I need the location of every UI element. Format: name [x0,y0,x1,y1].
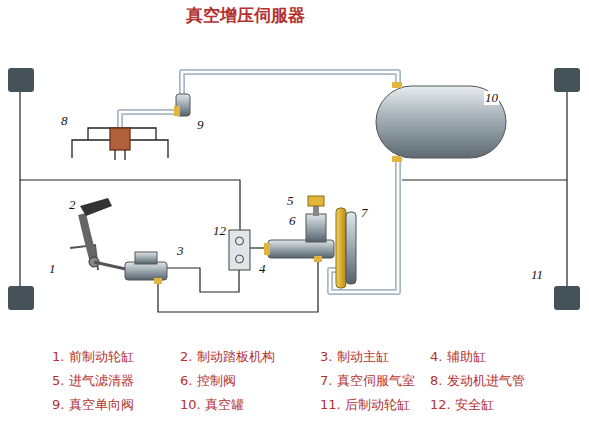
callout-number: 8 [60,114,69,128]
callout-number: 7 [360,206,369,220]
part-key-text: 5. 进气滤清器 [52,374,134,388]
callout-number: 6 [288,214,297,228]
part-key-text: 1. 前制动轮缸 [52,350,134,364]
callout-number: 1 [48,262,57,276]
part-key-text: 7. 真空伺服气室 [320,374,415,388]
callout-number: 10 [484,91,499,105]
part-key-text: 10. 真空罐 [180,398,244,412]
part-key-text: 6. 控制阀 [180,374,236,388]
part-key-text: 8. 发动机进气管 [430,374,525,388]
part-key-text: 3. 制动主缸 [320,350,389,364]
part-key-text: 9. 真空单向阀 [52,398,134,412]
callout-number: 12 [212,224,227,238]
part-key-text: 4. 辅助缸 [430,350,486,364]
callout-number: 11 [530,268,544,282]
master-cylinder [125,252,167,284]
vacuum-tank [376,82,506,162]
callout-number: 3 [176,244,185,258]
wheel-cylinders [8,68,580,310]
part-key-text: 2. 制动踏板机构 [180,350,275,364]
check-valve [174,94,190,116]
callout-number: 5 [286,194,295,208]
intake-manifold [72,128,168,160]
diagram-title: 真空增压伺服器 [186,6,305,25]
callout-number: 2 [68,198,77,212]
brake-pedal [70,198,130,270]
safety-cylinder [229,230,250,270]
callout-number: 4 [258,262,267,276]
part-key-text: 11. 后制动轮缸 [320,398,410,412]
callout-number: 9 [196,118,205,132]
part-key-text: 12. 安全缸 [430,398,494,412]
servo-unit [264,196,356,288]
